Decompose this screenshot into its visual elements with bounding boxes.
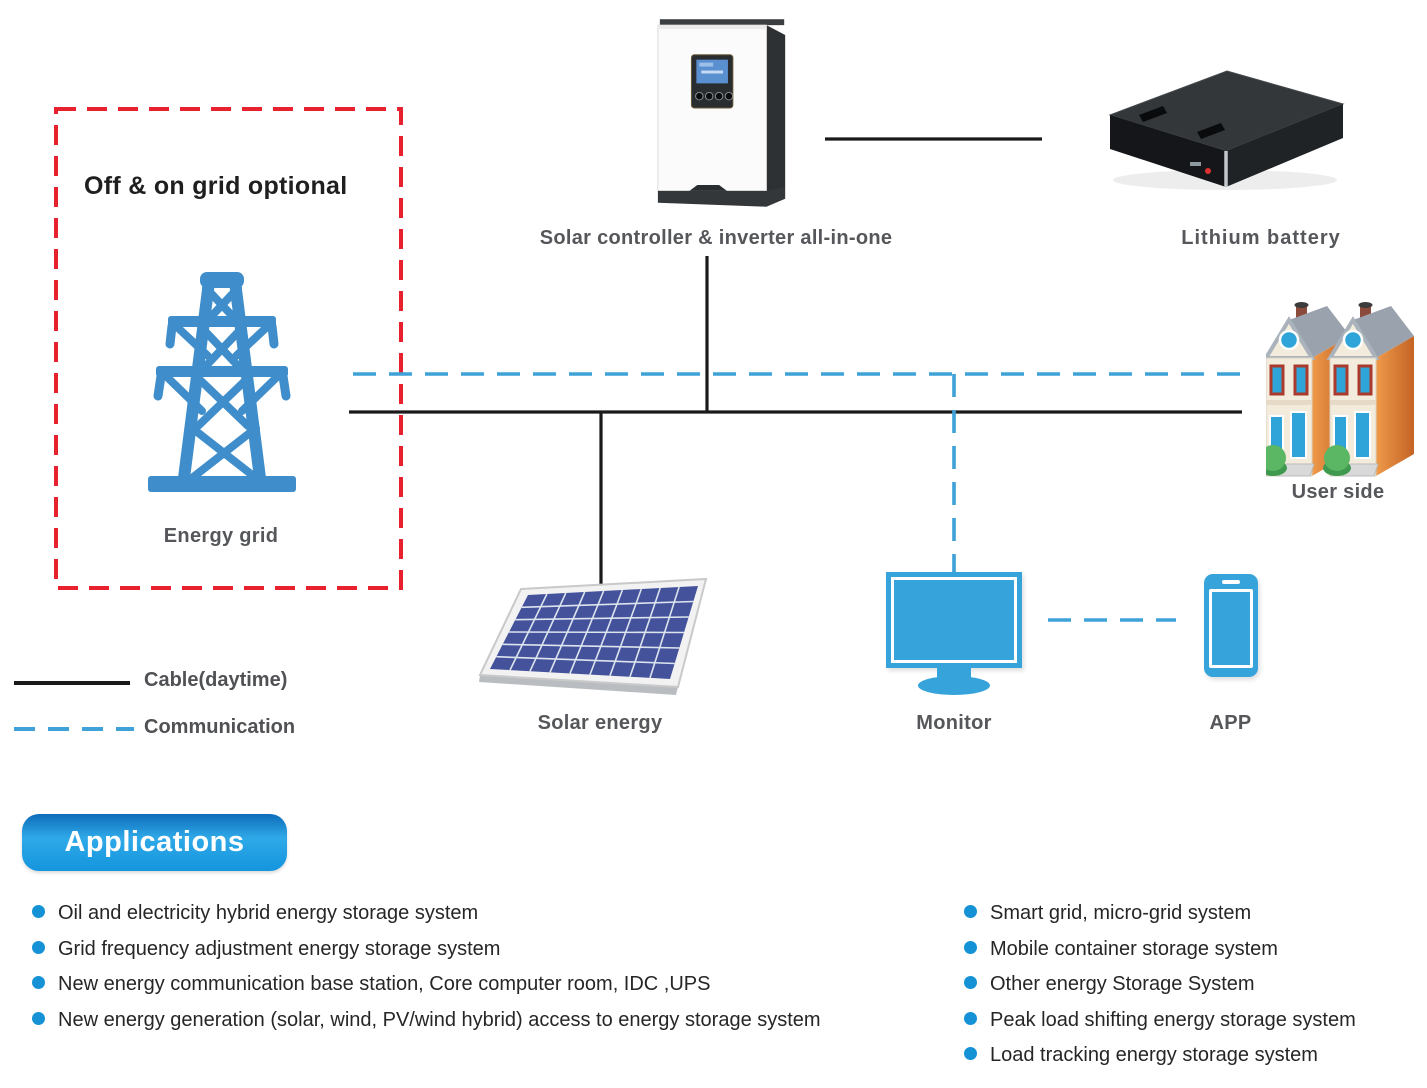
app-label: APP: [1209, 712, 1252, 734]
applications-left-list: Oil and electricity hybrid energy storag…: [14, 896, 846, 1038]
solar-inverter-image: [657, 19, 786, 207]
application-item: Other energy Storage System: [952, 967, 1426, 1003]
legend-communication-label: Communication: [144, 716, 296, 738]
monitor-icon: [886, 572, 1022, 668]
user-side-label: User side: [1291, 481, 1385, 503]
application-item-text: Oil and electricity hybrid energy storag…: [58, 902, 479, 924]
applications-header: Applications: [22, 814, 287, 871]
phone-screen-border: [1209, 589, 1253, 668]
application-item: Oil and electricity hybrid energy storag…: [14, 896, 846, 932]
energy-grid-tower-icon: [148, 272, 296, 492]
application-item-text: Mobile container storage system: [990, 937, 1278, 960]
energy-grid-label: Energy grid: [163, 525, 279, 547]
application-item: Peak load shifting energy storage system: [952, 1003, 1426, 1039]
application-item-text: New energy communication base station, C…: [58, 973, 711, 996]
legend-cable-label: Cable(daytime): [144, 669, 288, 691]
bullet-icon: [964, 940, 977, 954]
bullet-icon: [964, 1011, 977, 1025]
bullet-icon: [32, 976, 45, 990]
application-item: Load tracking energy storage system: [952, 1038, 1426, 1074]
monitor-stand-base: [918, 676, 990, 695]
battery-label: Lithium battery: [1181, 227, 1341, 249]
inverter-label: Solar controller & inverter all-in-one: [539, 227, 893, 249]
monitor-screen-border: [891, 577, 1017, 663]
bullet-icon: [964, 1047, 977, 1061]
monitor-label: Monitor: [916, 712, 992, 734]
application-item-text: Smart grid, micro-grid system: [990, 902, 1252, 924]
application-item-text: Peak load shifting energy storage system: [990, 1008, 1356, 1031]
application-item: New energy generation (solar, wind, PV/w…: [14, 1003, 846, 1039]
application-item-text: New energy generation (solar, wind, PV/w…: [58, 1008, 821, 1031]
solar-energy-label: Solar energy: [537, 712, 663, 734]
bullet-icon: [964, 976, 977, 990]
bullet-icon: [32, 940, 45, 954]
bullet-icon: [32, 1011, 45, 1025]
application-item: New energy communication base station, C…: [14, 967, 846, 1003]
smartphone-icon: [1204, 574, 1258, 677]
phone-speaker-bar: [1222, 580, 1240, 584]
application-item: Grid frequency adjustment energy storage…: [14, 932, 846, 968]
applications-right-list: Smart grid, micro-grid system Mobile con…: [952, 896, 1426, 1074]
solar-panel-image: [478, 577, 708, 695]
legend-communication-swatch: [14, 727, 134, 731]
lithium-battery-image: [1108, 70, 1345, 190]
application-item-text: Other energy Storage System: [990, 973, 1255, 996]
legend-cable-swatch: [14, 681, 130, 685]
application-item-text: Grid frequency adjustment energy storage…: [58, 937, 501, 960]
bullet-icon: [32, 905, 45, 918]
application-item: Smart grid, micro-grid system: [952, 896, 1426, 932]
application-item: Mobile container storage system: [952, 932, 1426, 968]
user-side-houses-icon: [1266, 300, 1416, 478]
optional-box-title: Off & on grid optional: [84, 172, 348, 200]
application-item-text: Load tracking energy storage system: [990, 1044, 1318, 1067]
bullet-icon: [964, 905, 977, 918]
